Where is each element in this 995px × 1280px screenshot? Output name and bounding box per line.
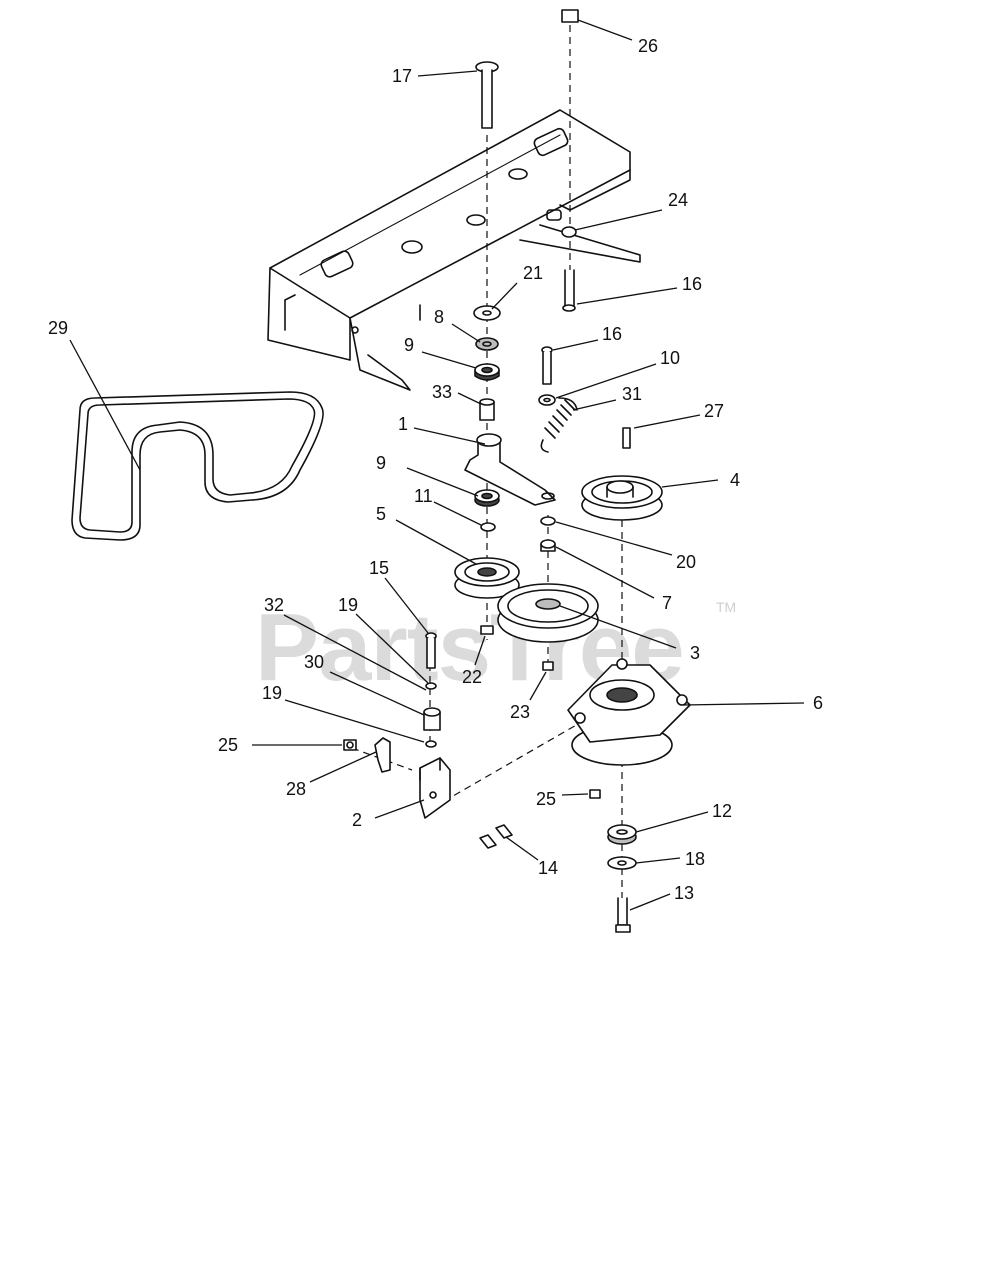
bolt-17[interactable] — [475, 61, 499, 129]
callout-18: 18 — [685, 849, 705, 869]
callout-15: 15 — [369, 558, 389, 578]
callout-16-lower: 16 — [602, 324, 622, 344]
callout-23: 23 — [510, 702, 530, 722]
spacer-30[interactable] — [423, 707, 441, 731]
callout-19-upper: 19 — [338, 595, 358, 615]
callout-9-upper: 9 — [404, 335, 414, 355]
callout-28: 28 — [286, 779, 306, 799]
callout-26: 26 — [638, 36, 658, 56]
callout-5: 5 — [376, 504, 386, 524]
spacer-7[interactable] — [540, 539, 556, 552]
nut-24[interactable] — [561, 226, 577, 238]
callout-7: 7 — [662, 593, 672, 613]
callout-1: 1 — [398, 414, 408, 434]
nut-25-right[interactable] — [589, 789, 601, 799]
callout-8: 8 — [434, 307, 444, 327]
watermark-tm: TM — [716, 599, 736, 615]
leader-lines — [69, 19, 805, 911]
bearing-9-lower[interactable] — [474, 489, 500, 507]
callout-25-left: 25 — [218, 735, 238, 755]
washer-21[interactable] — [473, 305, 501, 321]
bearing-9-upper[interactable] — [474, 363, 500, 381]
callout-6: 6 — [813, 693, 823, 713]
callout-17: 17 — [392, 66, 412, 86]
pulley-5[interactable] — [454, 557, 520, 599]
callout-24: 24 — [668, 190, 688, 210]
callout-12: 12 — [712, 801, 732, 821]
callout-16-upper: 16 — [682, 274, 702, 294]
callout-30: 30 — [304, 652, 324, 672]
callout-13: 13 — [674, 883, 694, 903]
bolt-16-upper[interactable] — [562, 269, 576, 312]
washer-11[interactable] — [480, 522, 496, 532]
washer-18[interactable] — [607, 856, 637, 870]
callout-27: 27 — [704, 401, 724, 421]
key-27[interactable] — [622, 427, 631, 449]
washer-10[interactable] — [538, 394, 556, 406]
callout-labels: 17 26 24 16 21 8 9 33 16 10 31 27 1 4 9 … — [48, 36, 823, 903]
spacer-8[interactable] — [475, 337, 499, 351]
drive-belt[interactable] — [71, 391, 324, 541]
callout-31: 31 — [622, 384, 642, 404]
callout-25-right: 25 — [536, 789, 556, 809]
callout-33: 33 — [432, 382, 452, 402]
bracket-2[interactable] — [419, 757, 451, 819]
callout-2: 2 — [352, 810, 362, 830]
nut-26[interactable] — [561, 9, 579, 23]
callout-9-lower: 9 — [376, 453, 386, 473]
pulley-3[interactable] — [497, 583, 599, 643]
idler-arm-1[interactable] — [464, 433, 556, 506]
nut-23[interactable] — [542, 661, 554, 671]
callout-22: 22 — [462, 667, 482, 687]
callout-14: 14 — [538, 858, 558, 878]
spacer-12[interactable] — [607, 824, 637, 845]
bolt-16-lower[interactable] — [541, 346, 553, 385]
callout-21: 21 — [523, 263, 543, 283]
bolts-14[interactable] — [479, 824, 513, 849]
nut-22[interactable] — [480, 625, 494, 635]
nut-25-left[interactable] — [343, 739, 357, 751]
callout-3: 3 — [690, 643, 700, 663]
callout-10: 10 — [660, 348, 680, 368]
bolt-15[interactable] — [425, 632, 437, 669]
callout-20: 20 — [676, 552, 696, 572]
centerline-nut — [351, 747, 413, 771]
callout-11: 11 — [414, 486, 433, 506]
bolt-13[interactable] — [615, 897, 631, 933]
callout-4: 4 — [730, 470, 740, 490]
washer-19-upper[interactable] — [425, 682, 437, 690]
clip-28[interactable] — [374, 737, 391, 773]
frame-bracket[interactable] — [267, 109, 641, 391]
bushing-33[interactable] — [479, 398, 495, 421]
callout-32: 32 — [264, 595, 284, 615]
washer-19-lower[interactable] — [425, 740, 437, 748]
washer-20[interactable] — [540, 516, 556, 526]
callout-19-lower: 19 — [262, 683, 282, 703]
callout-29: 29 — [48, 318, 68, 338]
spring-31[interactable] — [540, 397, 578, 453]
clutch-6[interactable] — [567, 658, 691, 766]
pulley-4[interactable] — [581, 475, 663, 521]
